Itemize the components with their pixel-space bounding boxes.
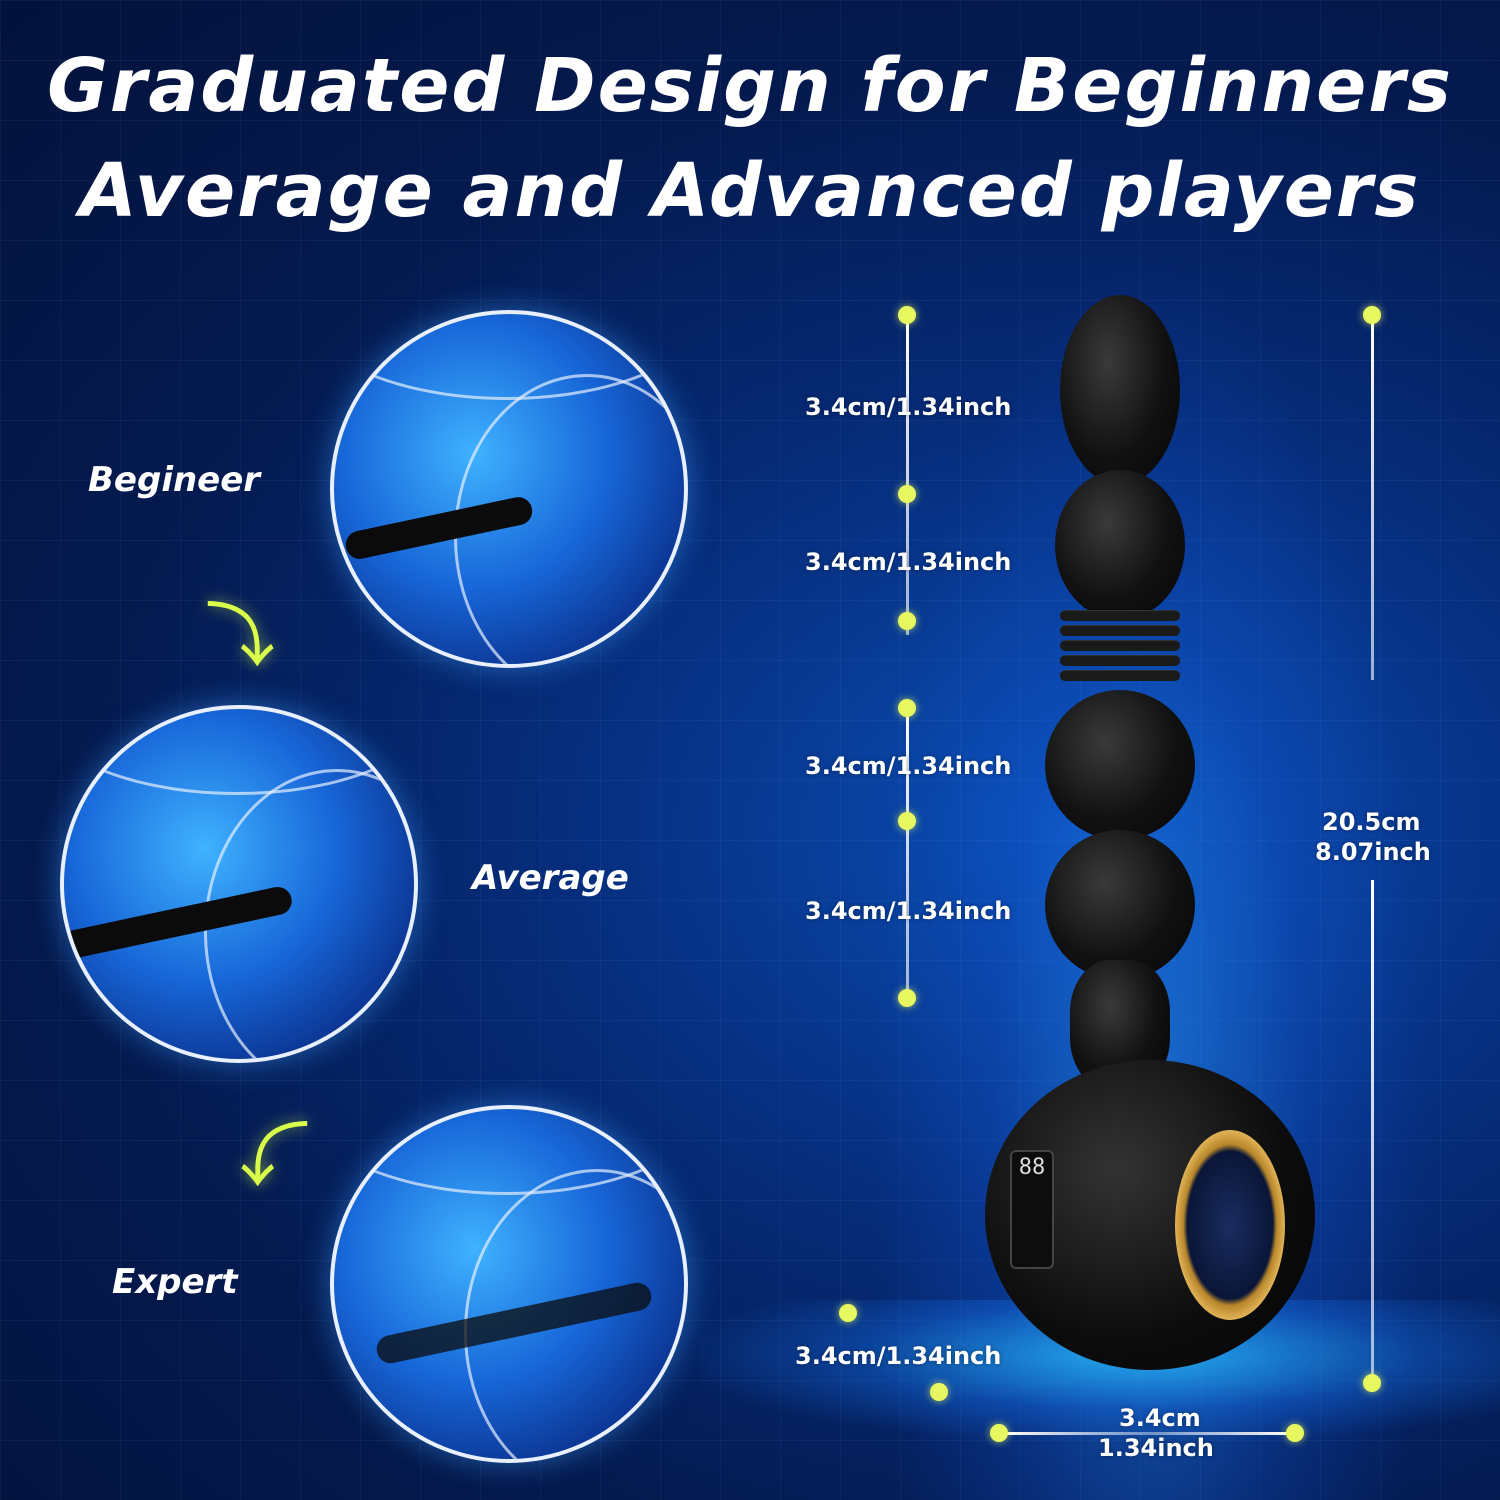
dimension-dot [898,485,916,503]
dimension-dot [839,1304,857,1322]
segment-3-size: 3.4cm/1.34inch [805,752,1012,780]
total-length-line [1371,315,1374,680]
headline-line-2: Average and Advanced players [79,148,1421,234]
gold-finger-ring [1175,1130,1285,1320]
curved-arrow-icon: ⤵ [240,1115,310,1197]
dimension-dot [1363,1374,1381,1392]
led-display: 88 [1010,1150,1054,1269]
dimension-dot [1363,306,1381,324]
segment-dimension-line [906,315,909,635]
segment-2-size: 3.4cm/1.34inch [805,548,1012,576]
dimension-dot [898,812,916,830]
total-length-cm: 20.5cm [1322,808,1421,836]
beginner-illustration [330,310,688,668]
dimension-dot [898,699,916,717]
handle-depth-size: 3.4cm/1.34inch [795,1342,1002,1370]
dimension-dot [898,989,916,1007]
base-width-line [1005,1432,1290,1435]
total-length-inch: 8.07inch [1315,838,1431,866]
stage-label-average: Average [472,858,629,898]
total-length-line [1371,880,1374,1380]
headline-line-1: Graduated Design for Beginners [47,43,1453,129]
base-width-cm: 3.4cm [1119,1404,1201,1432]
segment-dimension-line [906,708,909,998]
curved-arrow-icon: ⤵ [205,595,275,677]
dimension-dot [1286,1424,1304,1442]
stage-label-expert: Expert [112,1262,238,1302]
dimension-dot [990,1424,1008,1442]
expert-illustration [330,1105,688,1463]
stage-label-beginner: Begineer [88,460,261,500]
dimension-dot [930,1383,948,1401]
average-illustration [60,705,418,1063]
segment-4-size: 3.4cm/1.34inch [805,897,1012,925]
dimension-dot [898,306,916,324]
base-width-inch: 1.34inch [1098,1434,1214,1462]
segment-1-size: 3.4cm/1.34inch [805,393,1012,421]
dimension-dot [898,612,916,630]
